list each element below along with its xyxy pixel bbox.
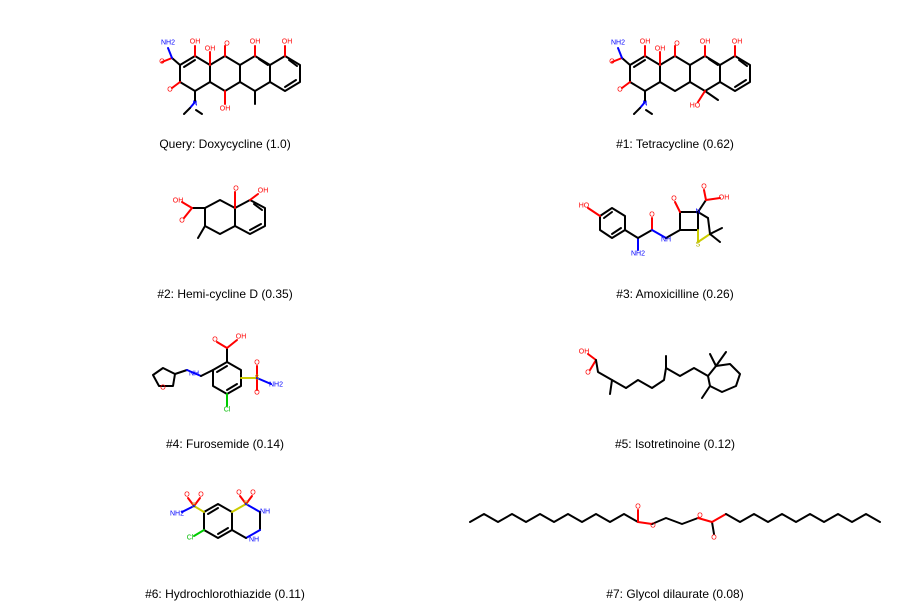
result-caption: #5: Isotretinoine (0.12) (614, 437, 736, 451)
result-cell-3: HO NH2 O NH O N S OH O #3: Amoxicilline … (450, 150, 900, 302)
result-cell-1: O NH2 O N OH OH O OH OH HO #1: Tetracycl… (450, 0, 900, 151)
atom-label: O (233, 186, 239, 193)
result-cell-5: OH O #5: Isotretinoine (0.12) (450, 300, 900, 451)
atom-label: O (609, 59, 615, 66)
result-cell-4: O NH O OH S O O NH2 Cl #4: Furosemide (0… (0, 300, 450, 451)
atom-label: O (250, 490, 256, 497)
atom-label: O (697, 513, 703, 520)
atom-label: N (695, 209, 700, 216)
molecule-structure-furosemide: O NH O OH S O O NH2 Cl (152, 334, 283, 414)
atom-label: O (671, 196, 677, 203)
atom-label: O (674, 41, 680, 48)
result-caption: #3: Amoxicilline (0.26) (616, 287, 734, 301)
atom-label: O (617, 87, 623, 94)
result-caption: #6: Hydrochlorothiazide (0.11) (145, 587, 305, 601)
result-cell-query: O NH2 O N OH OH O OH OH OH Query: Doxycy… (0, 0, 450, 151)
atom-label: S (696, 242, 701, 249)
atom-label: O (198, 492, 204, 499)
atom-label: O (212, 337, 218, 344)
atom-label: O (701, 184, 707, 191)
atom-label: NH (189, 371, 199, 378)
result-cell-6: S O O NH2 Cl S O O NH NH #6: Hydrochloro… (0, 450, 450, 601)
atom-label: NH (661, 237, 671, 244)
atom-label: NH (249, 537, 259, 544)
molecule-structure-hydrochlorothiazide: S O O NH2 Cl S O O NH NH (170, 490, 270, 544)
atom-label: OH (220, 106, 231, 113)
atom-label: OH (190, 39, 201, 46)
atom-label: OH (579, 349, 590, 356)
atom-label: O (224, 41, 230, 48)
atom-label: O (649, 212, 655, 219)
molecule-structure-tetracycline: O NH2 O N OH OH O OH OH HO (609, 39, 751, 115)
atom-label: O (159, 59, 165, 66)
atom-label: S (244, 501, 249, 508)
atom-label: OH (173, 198, 184, 205)
atom-label: O (585, 370, 591, 377)
atom-label: OH (258, 188, 269, 195)
result-caption: #4: Furosemide (0.14) (165, 437, 285, 451)
atom-label: OH (250, 39, 261, 46)
atom-label: Cl (187, 535, 194, 542)
atom-label: NH2 (631, 251, 645, 258)
atom-label: NH2 (161, 40, 175, 47)
atom-label: O (236, 490, 242, 497)
atom-label: O (650, 523, 656, 530)
atom-label: O (167, 87, 173, 94)
atom-label: O (711, 535, 717, 542)
molecule-structure-isotretinoine: OH O (579, 349, 741, 399)
atom-label: OH (640, 39, 651, 46)
result-cell-2: O OH OH O #2: Hemi-cycline D (0.35) (0, 150, 450, 302)
atom-label: OH (655, 46, 666, 53)
result-caption: #2: Hemi-cycline D (0.35) (157, 287, 293, 301)
atom-label: OH (236, 334, 247, 341)
atom-label: HO (579, 203, 590, 210)
atom-label: S (192, 503, 197, 510)
molecule-structure-doxycycline: O NH2 O N OH OH O OH OH OH (159, 39, 301, 115)
atom-label: OH (719, 195, 730, 202)
result-cell-7: O O O O #7: Glycol dilaurate (0.08) (450, 450, 900, 601)
atom-label: Cl (224, 407, 231, 414)
result-caption: #7: Glycol dilaurate (0.08) (606, 587, 744, 601)
atom-label: N (642, 101, 647, 108)
atom-label: N (192, 101, 197, 108)
atom-label: O (254, 360, 260, 367)
atom-label: OH (732, 39, 743, 46)
atom-label: O (160, 385, 166, 392)
atom-label: NH2 (611, 40, 625, 47)
molecule-structure-amoxicilline: HO NH2 O NH O N S OH O (579, 184, 730, 258)
atom-label: O (184, 492, 190, 499)
atom-label: O (179, 218, 185, 225)
result-caption: Query: Doxycycline (1.0) (159, 137, 291, 151)
atom-label: HO (690, 103, 701, 110)
molecule-structure-glycol-dilaurate: O O O O (469, 504, 881, 542)
atom-label: NH (260, 509, 270, 516)
atom-label: OH (282, 39, 293, 46)
atom-label: S (255, 375, 260, 382)
atom-label: O (635, 504, 641, 511)
atom-label: O (254, 390, 260, 397)
atom-label: OH (700, 39, 711, 46)
atom-label: OH (205, 46, 216, 53)
atom-label: NH2 (170, 511, 184, 518)
molecule-structure-hemi-cycline-d: O OH OH O (173, 186, 269, 239)
result-caption: #1: Tetracycline (0.62) (616, 137, 734, 151)
atom-label: NH2 (269, 382, 283, 389)
